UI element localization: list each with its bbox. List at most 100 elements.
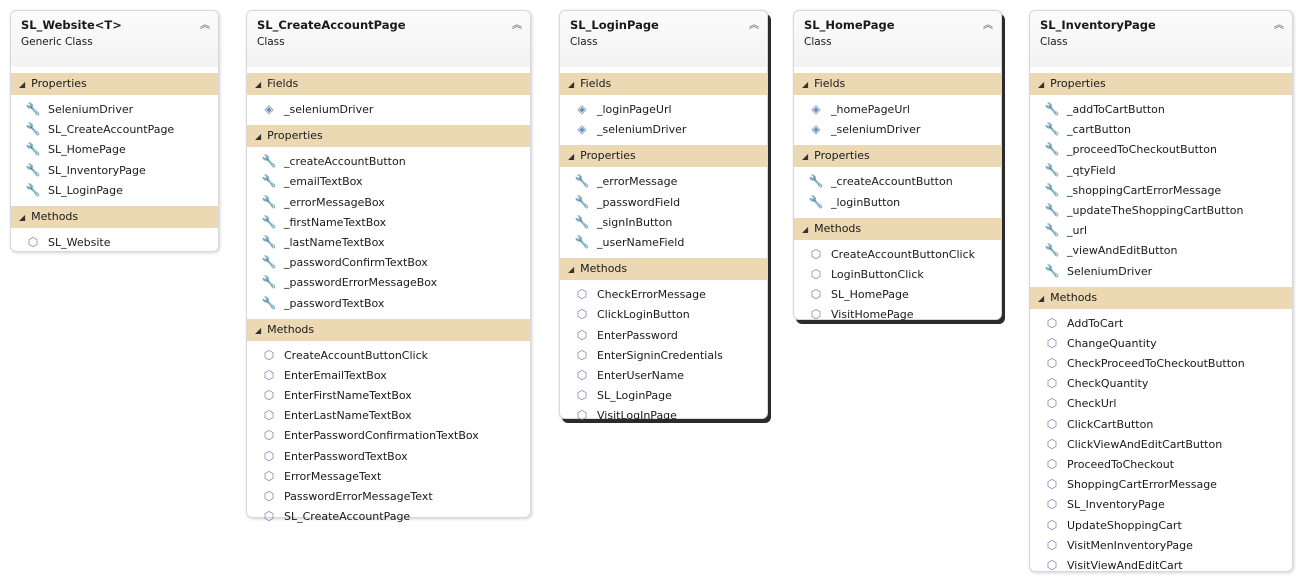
member-item[interactable]: ⬡VisitViewAndEditCart: [1030, 555, 1292, 575]
member-item[interactable]: ⬡ProceedToCheckout: [1030, 454, 1292, 474]
section-header-properties[interactable]: ◢Properties: [1030, 73, 1292, 95]
member-item[interactable]: 🔧SL_CreateAccountPage: [11, 119, 218, 139]
collapse-chevron-icon[interactable]: ︽: [512, 20, 522, 31]
member-item[interactable]: ⬡SL_InventoryPage: [1030, 494, 1292, 514]
member-item[interactable]: ◈_seleniumDriver: [247, 99, 530, 119]
member-item[interactable]: 🔧_errorMessage: [560, 171, 767, 191]
member-item[interactable]: 🔧SeleniumDriver: [11, 99, 218, 119]
member-item[interactable]: ⬡CheckUrl: [1030, 393, 1292, 413]
expand-triangle-icon[interactable]: ◢: [255, 325, 262, 335]
member-item[interactable]: 🔧_createAccountButton: [794, 171, 1001, 191]
member-item[interactable]: ⬡SL_LoginPage: [560, 385, 767, 405]
member-item[interactable]: ⬡ErrorMessageText: [247, 466, 530, 486]
member-item[interactable]: ⬡ClickViewAndEditCartButton: [1030, 434, 1292, 454]
expand-triangle-icon[interactable]: ◢: [19, 212, 26, 222]
member-item[interactable]: ⬡EnterEmailTextBox: [247, 365, 530, 385]
member-item[interactable]: 🔧_updateTheShoppingCartButton: [1030, 200, 1292, 220]
collapse-chevron-icon[interactable]: ︽: [200, 20, 210, 31]
expand-triangle-icon[interactable]: ◢: [802, 224, 809, 234]
expand-triangle-icon[interactable]: ◢: [802, 80, 809, 89]
member-item[interactable]: ◈_homePageUrl: [794, 99, 1001, 119]
member-item[interactable]: 🔧_loginButton: [794, 192, 1001, 212]
member-item[interactable]: 🔧_errorMessageBox: [247, 192, 530, 212]
section-header-methods[interactable]: ◢Methods: [560, 258, 767, 281]
member-item[interactable]: ⬡VisitLogInPage: [560, 405, 767, 425]
member-item[interactable]: 🔧SL_LoginPage: [11, 180, 218, 200]
member-item[interactable]: 🔧_emailTextBox: [247, 171, 530, 191]
member-item[interactable]: ◈_seleniumDriver: [560, 119, 767, 139]
member-item[interactable]: 🔧_url: [1030, 220, 1292, 240]
expand-triangle-icon[interactable]: ◢: [1038, 293, 1045, 303]
member-item[interactable]: 🔧_createAccountButton: [247, 151, 530, 171]
member-item[interactable]: 🔧_cartButton: [1030, 119, 1292, 139]
expand-triangle-icon[interactable]: ◢: [255, 80, 262, 89]
member-item[interactable]: ⬡CreateAccountButtonClick: [794, 244, 1001, 264]
member-item[interactable]: ⬡ShoppingCartErrorMessage: [1030, 474, 1292, 494]
member-item[interactable]: ⬡UpdateShoppingCart: [1030, 515, 1292, 535]
member-item[interactable]: 🔧_lastNameTextBox: [247, 232, 530, 252]
member-item[interactable]: ⬡SL_HomePage: [794, 284, 1001, 304]
section-header-methods[interactable]: ◢Methods: [11, 205, 218, 228]
member-item[interactable]: ◈_loginPageUrl: [560, 99, 767, 119]
section-header-fields[interactable]: ◢Fields: [560, 73, 767, 95]
member-item[interactable]: 🔧_passwordErrorMessageBox: [247, 272, 530, 292]
member-item[interactable]: 🔧_passwordConfirmTextBox: [247, 252, 530, 272]
collapse-chevron-icon[interactable]: ︽: [749, 20, 759, 31]
member-item[interactable]: ⬡CreateAccountButtonClick: [247, 345, 530, 365]
expand-triangle-icon[interactable]: ◢: [568, 265, 575, 275]
section-header-properties[interactable]: ◢Properties: [794, 145, 1001, 168]
expand-triangle-icon[interactable]: ◢: [568, 152, 575, 162]
member-item[interactable]: 🔧_viewAndEditButton: [1030, 240, 1292, 260]
collapse-chevron-icon[interactable]: ︽: [983, 20, 993, 31]
member-item[interactable]: ⬡EnterLastNameTextBox: [247, 405, 530, 425]
member-item[interactable]: ⬡EnterPasswordConfirmationTextBox: [247, 425, 530, 445]
member-item[interactable]: ⬡CheckQuantity: [1030, 373, 1292, 393]
member-item[interactable]: 🔧_proceedToCheckoutButton: [1030, 139, 1292, 159]
member-item[interactable]: 🔧_qtyField: [1030, 160, 1292, 180]
expand-triangle-icon[interactable]: ◢: [19, 80, 26, 89]
member-item[interactable]: 🔧_signInButton: [560, 212, 767, 232]
member-item[interactable]: ⬡CheckProceedToCheckoutButton: [1030, 353, 1292, 373]
section-header-methods[interactable]: ◢Methods: [247, 318, 530, 341]
member-item[interactable]: 🔧SL_InventoryPage: [11, 160, 218, 180]
member-item[interactable]: ⬡PasswordErrorMessageText: [247, 486, 530, 506]
member-item[interactable]: ⬡ChangeQuantity: [1030, 333, 1292, 353]
member-item[interactable]: 🔧_addToCartButton: [1030, 99, 1292, 119]
member-item[interactable]: ⬡AddToCart: [1030, 313, 1292, 333]
expand-triangle-icon[interactable]: ◢: [1038, 80, 1045, 89]
member-item[interactable]: 🔧_passwordField: [560, 192, 767, 212]
member-item[interactable]: 🔧_passwordTextBox: [247, 293, 530, 313]
section-header-methods[interactable]: ◢Methods: [1030, 286, 1292, 309]
member-item[interactable]: ⬡SL_Website: [11, 232, 218, 252]
member-item[interactable]: 🔧_userNameField: [560, 232, 767, 252]
member-item[interactable]: ⬡ClickCartButton: [1030, 414, 1292, 434]
member-item[interactable]: ⬡EnterSigninCredentials: [560, 345, 767, 365]
section-header-fields[interactable]: ◢Fields: [247, 73, 530, 95]
section-header-properties[interactable]: ◢Properties: [560, 145, 767, 168]
collapse-chevron-icon[interactable]: ︽: [1274, 20, 1284, 31]
expand-triangle-icon[interactable]: ◢: [255, 132, 262, 142]
member-item[interactable]: ⬡EnterPasswordTextBox: [247, 446, 530, 466]
member-item[interactable]: 🔧SL_HomePage: [11, 139, 218, 159]
class-box-sl-website[interactable]: SL_Website<T>Generic Class︽◢Properties🔧S…: [10, 10, 219, 252]
section-header-fields[interactable]: ◢Fields: [794, 73, 1001, 95]
member-item[interactable]: ⬡EnterUserName: [560, 365, 767, 385]
member-item[interactable]: ⬡VisitHomePage: [794, 304, 1001, 324]
member-item[interactable]: ⬡EnterPassword: [560, 325, 767, 345]
member-item[interactable]: 🔧_firstNameTextBox: [247, 212, 530, 232]
member-item[interactable]: ⬡EnterFirstNameTextBox: [247, 385, 530, 405]
member-item[interactable]: 🔧_shoppingCartErrorMessage: [1030, 180, 1292, 200]
member-item[interactable]: ⬡VisitMenInventoryPage: [1030, 535, 1292, 555]
member-item[interactable]: 🔧SeleniumDriver: [1030, 261, 1292, 281]
section-header-properties[interactable]: ◢Properties: [11, 73, 218, 95]
member-item[interactable]: ⬡ClickLoginButton: [560, 304, 767, 324]
member-item[interactable]: ⬡CheckErrorMessage: [560, 284, 767, 304]
member-item[interactable]: ⬡LoginButtonClick: [794, 264, 1001, 284]
expand-triangle-icon[interactable]: ◢: [568, 80, 575, 89]
section-header-properties[interactable]: ◢Properties: [247, 125, 530, 148]
member-item[interactable]: ⬡SL_CreateAccountPage: [247, 506, 530, 526]
